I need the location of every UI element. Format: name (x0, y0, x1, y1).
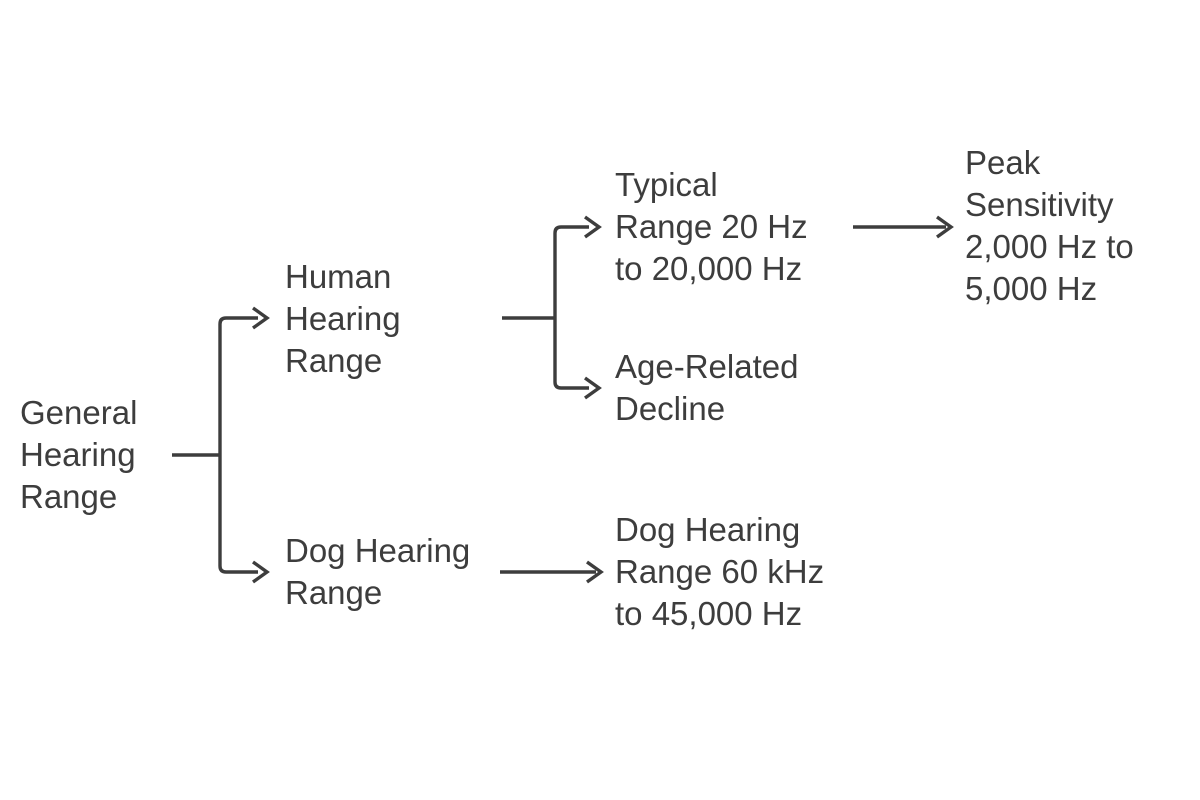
node-dog-hearing-range-values: Dog Hearing Range 60 kHz to 45,000 Hz (615, 511, 825, 632)
node-age-related-decline: Age-Related Decline (615, 348, 799, 427)
node-peak-sensitivity: Peak Sensitivity 2,000 Hz to 5,000 Hz (965, 144, 1134, 307)
node-human-hearing-range: Human Hearing Range (285, 258, 401, 379)
arrowhead-to-human (252, 306, 270, 330)
arrowhead-to-dogrange (586, 560, 604, 584)
arrowhead-to-age (584, 376, 602, 400)
node-general-hearing-range: General Hearing Range (20, 394, 138, 515)
node-typical-range: Typical Range 20 Hz to 20,000 Hz (615, 166, 808, 287)
edge-general-bracket (218, 316, 258, 574)
node-dog-hearing-range: Dog Hearing Range (285, 532, 471, 611)
edge-human-bracket (553, 225, 589, 390)
arrowhead-to-dog (252, 560, 270, 584)
arrowhead-to-typical (584, 215, 602, 239)
arrowhead-to-peak (936, 215, 954, 239)
